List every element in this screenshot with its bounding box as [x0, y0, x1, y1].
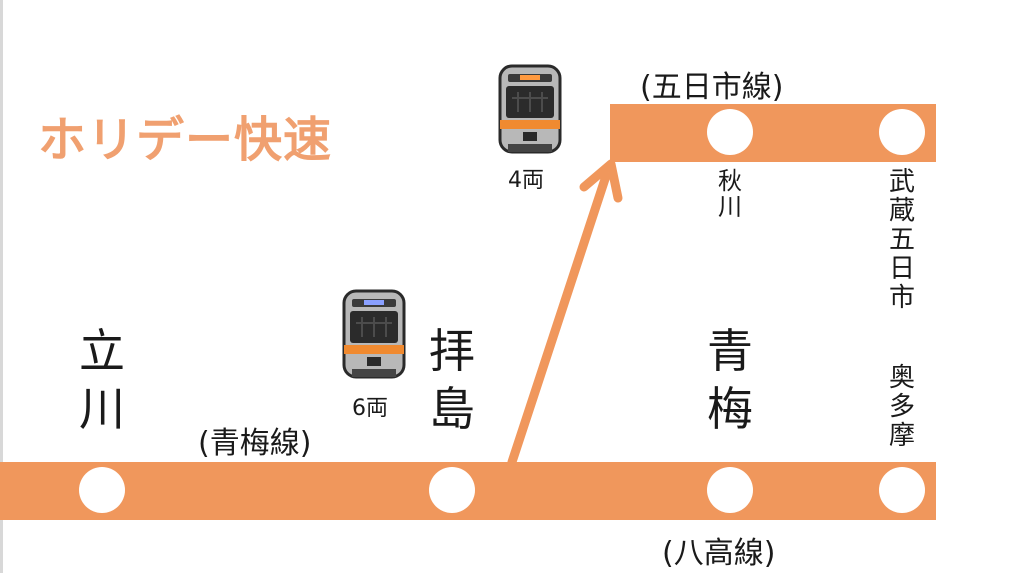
line-label-ome: (青梅線)	[198, 426, 312, 461]
station-dot-haijima[interactable]	[429, 467, 475, 513]
train-cars-four: 4両	[508, 168, 544, 193]
train-cars-six: 6両	[352, 396, 388, 421]
line-label-hachiko: (八高線)	[662, 536, 776, 571]
station-label-haijima: 拝 島	[429, 324, 475, 436]
train-icon	[498, 64, 562, 154]
station-label-musashi-itsukaichi: 武 蔵 五 日 市	[888, 167, 915, 313]
station-label-okutama: 奥 多 摩	[888, 363, 915, 451]
service-title: ホリデー快速	[38, 112, 333, 168]
station-dot-musashi-itsukaichi[interactable]	[879, 109, 925, 155]
station-label-tachikawa: 立 川	[79, 324, 125, 436]
station-dot-ome[interactable]	[707, 467, 753, 513]
left-border	[0, 0, 3, 573]
train-icon	[342, 289, 406, 379]
station-label-ome: 青 梅	[707, 324, 753, 436]
line-label-itsukaichi: (五日市線)	[640, 70, 784, 105]
station-dot-akigawa[interactable]	[707, 109, 753, 155]
station-label-akigawa: 秋 川	[718, 167, 742, 221]
station-dot-okutama[interactable]	[879, 467, 925, 513]
station-dot-tachikawa[interactable]	[79, 467, 125, 513]
